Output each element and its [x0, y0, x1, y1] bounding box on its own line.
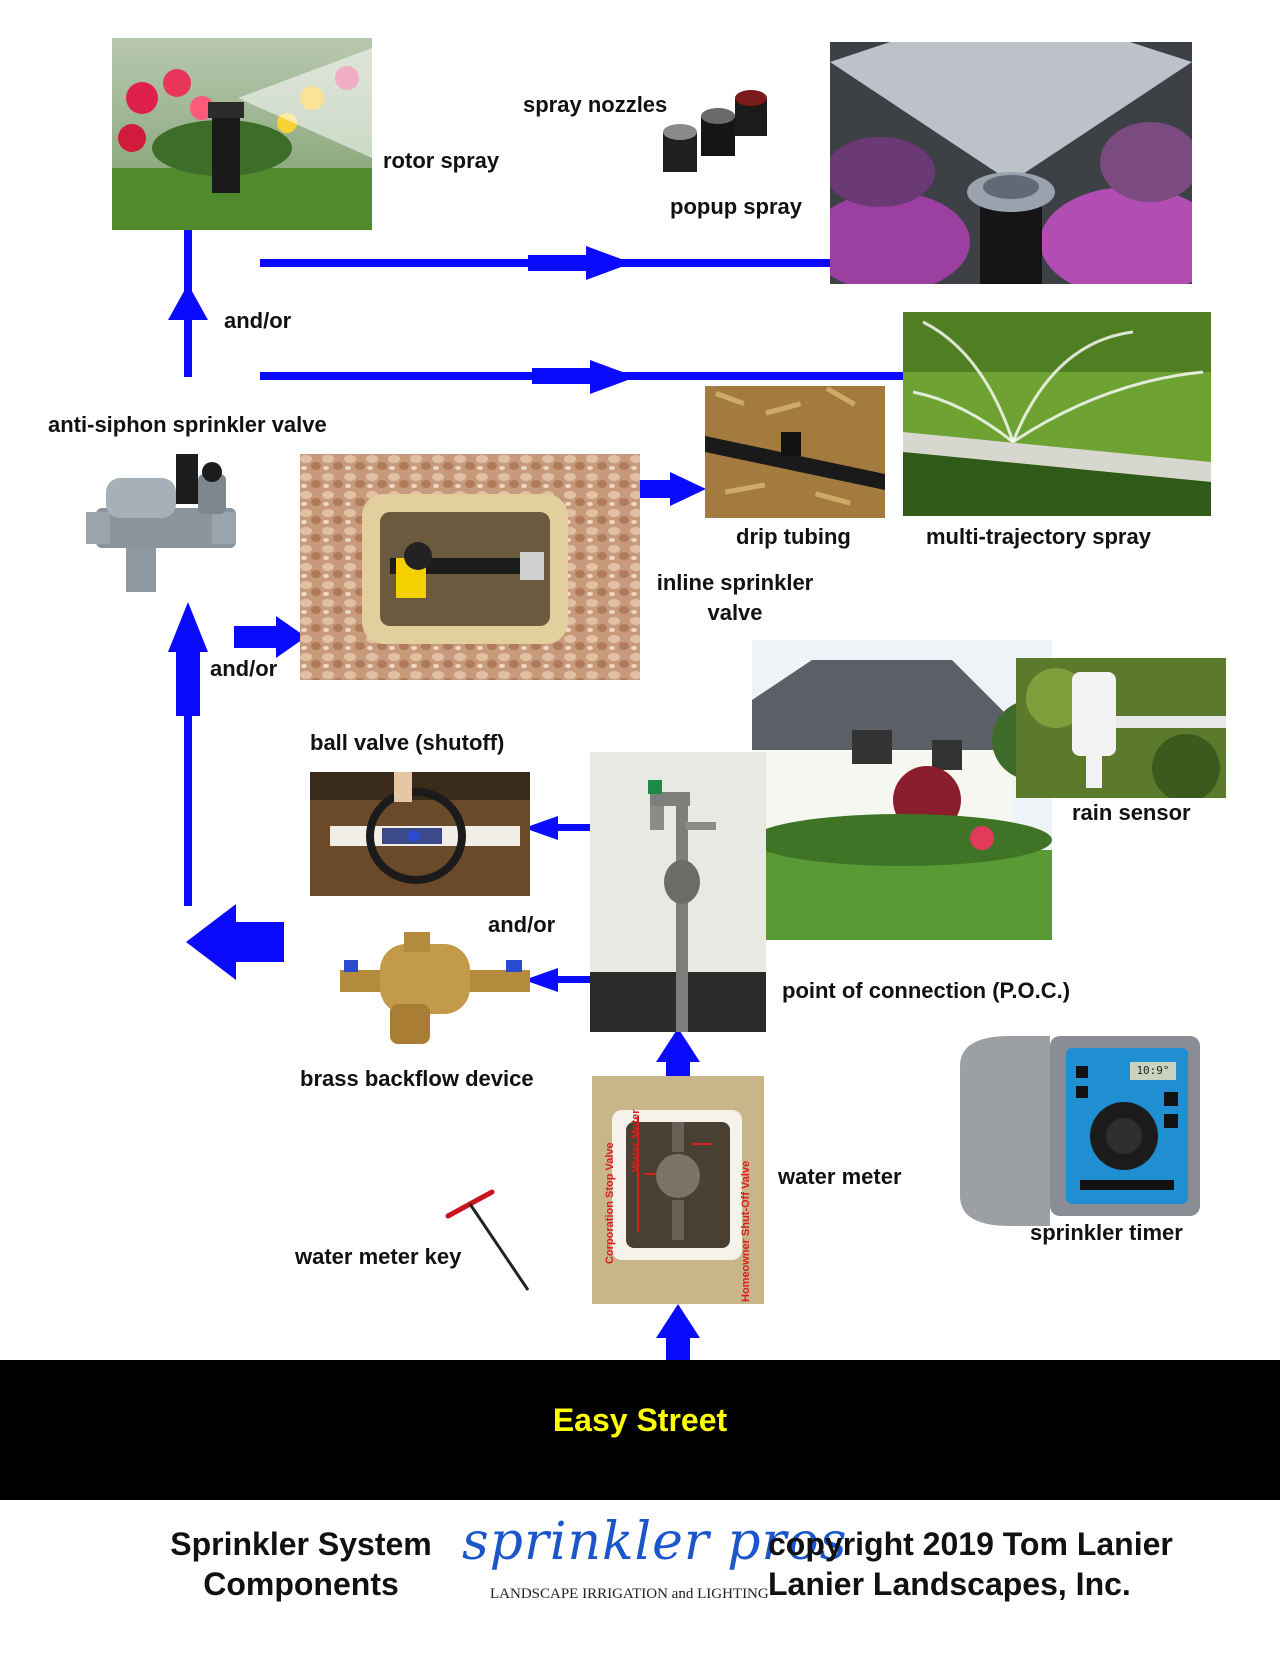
- water-meter-box-photo: Corporation Stop Valve Water Meter Homeo…: [592, 1076, 764, 1304]
- label-rotor-spray: rotor spray: [383, 148, 500, 173]
- arrow-to-inline-shaft: [234, 626, 278, 648]
- label-and-or-top: and/or: [224, 308, 292, 333]
- arrow-to-multi-head: [590, 360, 636, 394]
- arrow-to-drip-shaft: [638, 480, 672, 498]
- label-drip-tubing: drip tubing: [736, 524, 851, 549]
- arrow-main-head: [168, 602, 208, 652]
- label-backflow: brass backflow device: [300, 1066, 534, 1091]
- backflow-device-photo: [340, 924, 530, 1056]
- label-rain-sensor: rain sensor: [1072, 800, 1191, 825]
- popup-spray-photo: [830, 42, 1192, 284]
- rotor-spray-photo: [112, 38, 372, 230]
- rain-sensor-photo: [1016, 658, 1226, 798]
- arrow-to-ball-head: [524, 816, 558, 840]
- callout-water-meter: Water Meter: [630, 1109, 642, 1172]
- label-inline-valve-line2: valve: [707, 600, 763, 625]
- label-ball-valve: ball valve (shutoff): [310, 730, 505, 755]
- label-water-meter-key: water meter key: [295, 1244, 462, 1269]
- arrow-left-head: [186, 904, 236, 980]
- callout-corporation-stop: Corporation Stop Valve: [604, 1142, 616, 1264]
- sprinkler-timer-photo: 10:9°: [950, 1026, 1216, 1226]
- label-sprinkler-timer: sprinkler timer: [1030, 1220, 1183, 1245]
- inline-valve-box-photo: [300, 454, 640, 680]
- footer-title: Sprinkler System Components: [150, 1524, 452, 1604]
- anti-siphon-valve-photo: [86, 438, 246, 598]
- multi-trajectory-photo: [903, 312, 1211, 516]
- label-poc: point of connection (P.O.C.): [782, 978, 1071, 1003]
- arrow-main-shaft: [184, 650, 192, 906]
- arrow-street-to-meter-head: [656, 1304, 700, 1338]
- footer-copyright-line1: copyright 2019 Tom Lanier: [768, 1526, 1173, 1562]
- arrow-meter-to-poc-head: [656, 1028, 700, 1062]
- arrow-to-inline-head: [276, 616, 306, 658]
- arrow-to-rotor-head: [168, 284, 208, 320]
- label-inline-valve-line1: inline sprinkler: [656, 570, 814, 595]
- arrow-street-to-meter-shaft: [666, 1336, 690, 1360]
- house-photo: [752, 640, 1052, 940]
- ball-valve-photo: [310, 772, 530, 896]
- footer-copyright-line2: Lanier Landscapes, Inc.: [768, 1566, 1131, 1602]
- arrow-left-shaft: [236, 922, 284, 962]
- label-multi-trajectory: multi-trajectory spray: [926, 524, 1151, 549]
- label-spray-nozzles: spray nozzles: [523, 92, 668, 117]
- label-water-meter: water meter: [778, 1164, 902, 1189]
- footer-title-line1: Sprinkler System: [170, 1526, 432, 1562]
- footer-copyright: copyright 2019 Tom Lanier Lanier Landsca…: [768, 1524, 1173, 1604]
- label-and-or-poc: and/or: [488, 912, 556, 937]
- spray-nozzles-photo: [655, 86, 780, 178]
- logo-tagline: LANDSCAPE IRRIGATION and LIGHTING: [490, 1586, 769, 1602]
- arrow-to-backflow-head: [524, 968, 558, 992]
- logo-wordmark: sprinkler pros: [462, 1512, 848, 1572]
- label-popup-spray: popup spray: [670, 194, 803, 219]
- street-band: [0, 1360, 1280, 1500]
- arrow-to-backflow-shaft: [556, 976, 604, 983]
- drip-tubing-photo: [705, 386, 885, 518]
- callout-homeowner-shutoff: Homeowner Shut-Off Valve: [740, 1160, 752, 1302]
- timer-display: 10:9°: [1136, 1064, 1170, 1077]
- label-and-or-inline: and/or: [210, 656, 278, 681]
- label-inline-valve: inline sprinkler valve: [640, 570, 830, 626]
- arrow-to-popup-head: [586, 246, 632, 280]
- arrow-to-ball-shaft: [556, 824, 604, 831]
- poc-spigot-photo: [590, 752, 766, 1032]
- footer-title-line2: Components: [203, 1566, 399, 1602]
- label-anti-siphon-valve: anti-siphon sprinkler valve: [48, 412, 327, 437]
- arrow-to-drip-head: [670, 472, 706, 506]
- meter-key-icon: [445, 1189, 530, 1291]
- street-name: Easy Street: [552, 1402, 728, 1438]
